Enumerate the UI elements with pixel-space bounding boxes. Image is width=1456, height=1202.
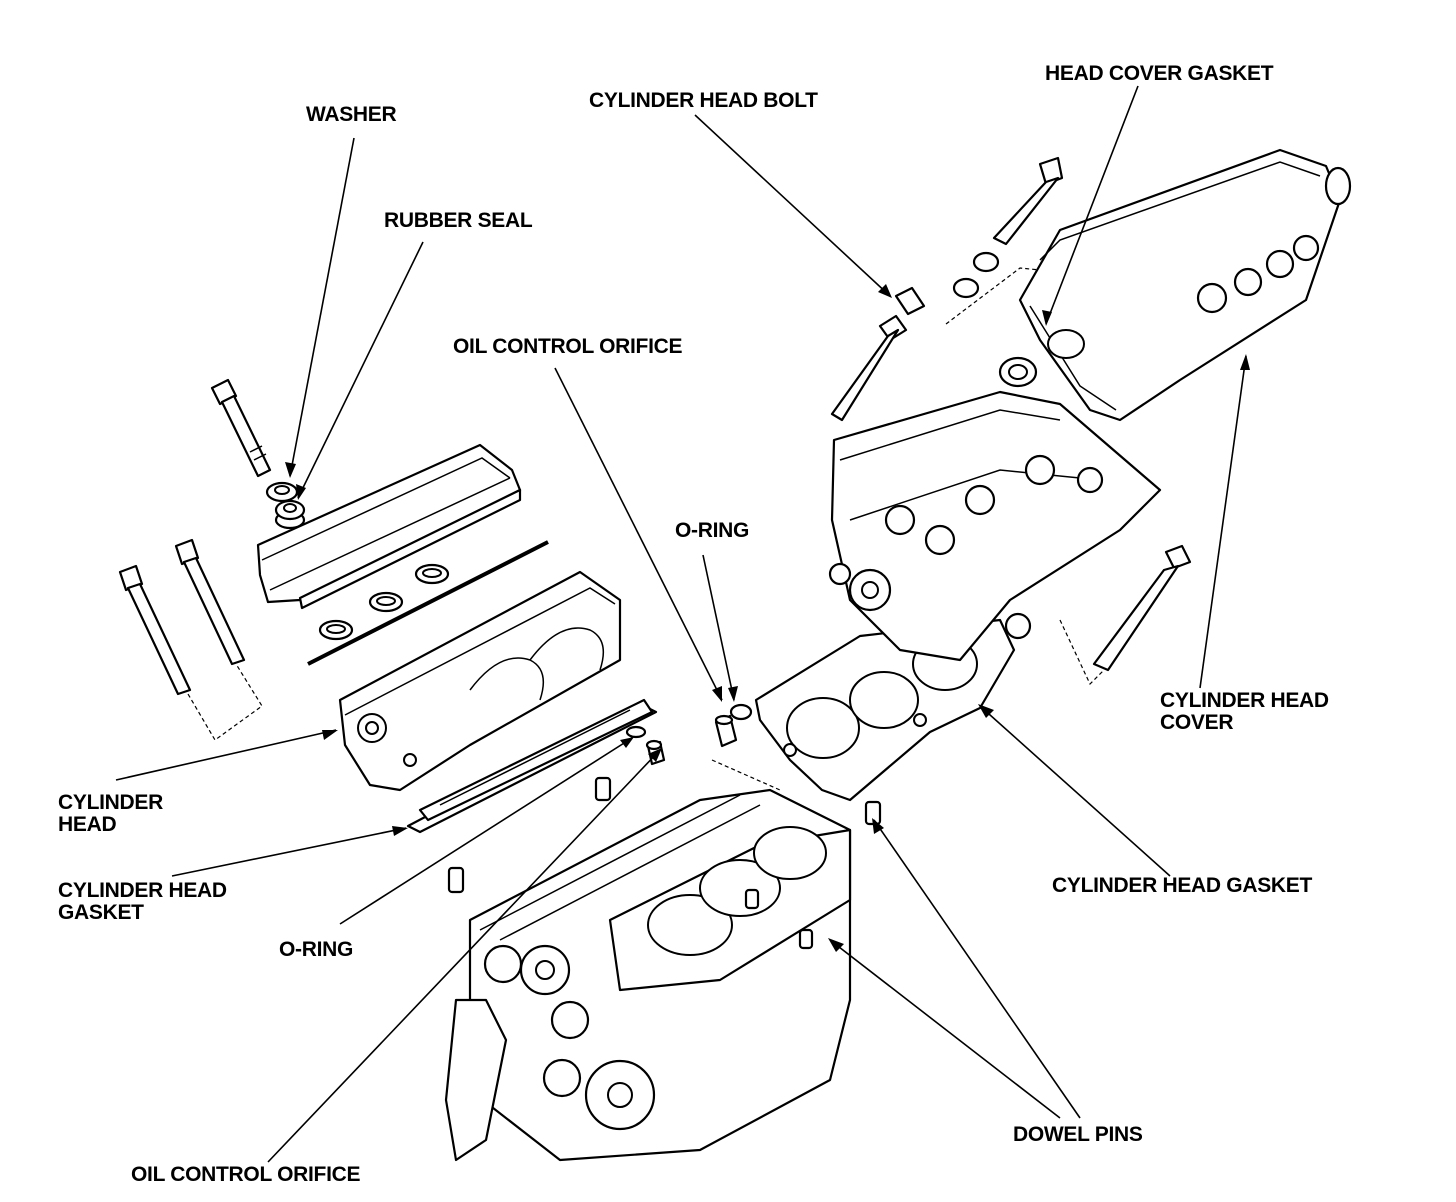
left-head-bolt-2 xyxy=(174,538,246,666)
arrowheads xyxy=(285,284,1250,952)
left-cover-bolt xyxy=(210,378,272,478)
label-cylinder-head-gasket-left-line2: GASKET xyxy=(58,901,144,924)
right-oil-control-orifice xyxy=(714,714,738,748)
dowel-pin-5 xyxy=(798,928,814,950)
label-cylinder-head-bolt: CYLINDER HEAD BOLT xyxy=(589,89,818,112)
left-cylinder-head xyxy=(338,570,622,792)
dowel-pin-2 xyxy=(594,776,612,802)
right-rubber-seal xyxy=(952,277,980,299)
left-cylinder-head-gasket xyxy=(406,698,658,834)
label-cylinder-head-gasket-right: CYLINDER HEAD GASKET xyxy=(1052,874,1313,897)
label-oil-control-orifice-bottom: OIL CONTROL ORIFICE xyxy=(131,1163,361,1186)
right-cylinder-head-cover xyxy=(1018,148,1352,422)
label-head-cover-gasket: HEAD COVER GASKET xyxy=(1045,62,1274,85)
leader-lines xyxy=(115,85,1247,1163)
right-cylinder-head-bolt-side xyxy=(1092,544,1192,672)
dowel-pin-4 xyxy=(744,888,760,910)
label-cylinder-head-gasket-left: CYLINDER HEAD GASKET xyxy=(58,880,227,924)
label-cylinder-head-cover-line2: COVER xyxy=(1160,711,1234,734)
left-plug-seals xyxy=(318,563,450,641)
label-rubber-seal: RUBBER SEAL xyxy=(384,209,533,232)
engine-block xyxy=(444,788,852,1162)
label-cylinder-head-gasket-left-line1: CYLINDER HEAD xyxy=(58,879,227,902)
label-cylinder-head-line1: CYLINDER xyxy=(58,791,163,814)
label-o-ring-top: O-RING xyxy=(675,519,750,542)
label-washer: WASHER xyxy=(306,103,397,126)
label-oil-control-orifice-top: OIL CONTROL ORIFICE xyxy=(453,335,683,358)
left-washer xyxy=(265,481,299,503)
right-cylinder-head-bolt-top xyxy=(830,286,926,422)
right-washer xyxy=(972,251,1000,273)
label-cylinder-head: CYLINDER HEAD xyxy=(58,792,163,836)
left-cylinder-head-cover xyxy=(256,443,522,610)
right-cylinder-head-gasket xyxy=(754,618,1016,802)
left-head-bolt-1 xyxy=(118,564,192,696)
dowel-pin-1 xyxy=(447,866,465,894)
right-cylinder-head xyxy=(828,390,1162,662)
right-o-ring xyxy=(729,703,753,721)
left-o-ring xyxy=(625,725,647,739)
left-rubber-seal xyxy=(274,499,306,521)
label-cylinder-head-cover: CYLINDER HEAD COVER xyxy=(1160,690,1329,734)
label-cylinder-head-line2: HEAD xyxy=(58,813,117,836)
label-o-ring-bottom: O-RING xyxy=(279,938,354,961)
label-dowel-pins: DOWEL PINS xyxy=(1013,1123,1143,1146)
right-cover-bolt xyxy=(992,156,1064,246)
label-cylinder-head-cover-line1: CYLINDER HEAD xyxy=(1160,689,1329,712)
